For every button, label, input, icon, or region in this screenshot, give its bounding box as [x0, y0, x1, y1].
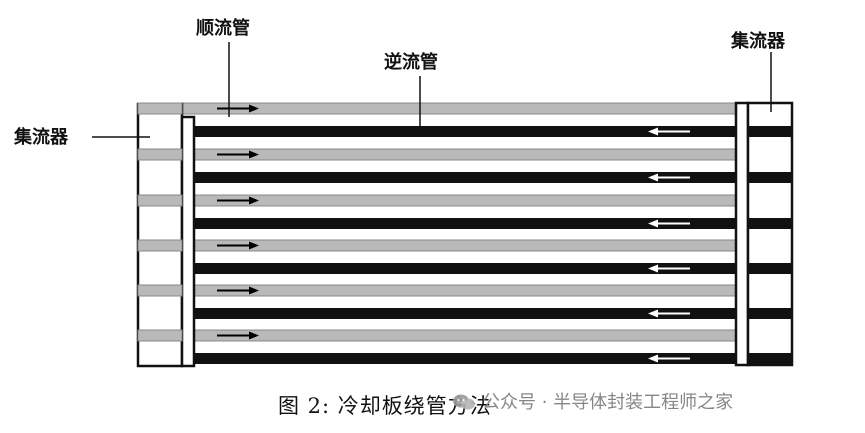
arrow-counter-icon — [648, 127, 690, 136]
label-collector-left: 集流器 — [13, 126, 69, 148]
counter-tube — [194, 308, 792, 319]
arrow-parallel-icon — [217, 286, 259, 295]
watermark: 公众号 · 半导体封装工程师之家 — [452, 388, 733, 414]
counter-tube-inlet — [748, 353, 792, 364]
arrow-counter-icon — [648, 219, 690, 228]
counter-tube — [194, 172, 792, 183]
arrow-parallel-icon — [217, 331, 259, 340]
parallel-tube-inlet — [137, 239, 183, 252]
parallel-tube-inlet — [137, 284, 183, 297]
arrow-parallel-icon — [217, 196, 259, 205]
counter-tube-inlet — [748, 172, 792, 183]
arrow-parallel-icon — [217, 104, 259, 113]
flow-arrow-group — [217, 104, 690, 363]
arrow-counter-icon — [648, 173, 690, 182]
counter-tube-inlet — [748, 126, 792, 137]
arrow-counter-icon — [648, 309, 690, 318]
arrow-parallel-icon — [217, 241, 259, 250]
counter-tube — [194, 263, 792, 274]
wechat-icon — [453, 394, 475, 410]
arrow-parallel-icon — [217, 150, 259, 159]
right-collector — [734, 101, 794, 367]
parallel-tube-inlet — [137, 194, 183, 207]
counter-tube — [194, 218, 792, 229]
counter-tube — [194, 126, 792, 137]
label-parallel-tube: 顺流管 — [196, 17, 250, 39]
counter-tube — [194, 353, 792, 364]
parallel-tube-inlet — [137, 329, 183, 342]
left-collector — [136, 102, 196, 368]
parallel-tube-inlet — [137, 148, 183, 161]
tube-group — [137, 102, 792, 364]
label-collector-right: 集流器 — [730, 30, 786, 52]
arrow-counter-icon — [648, 264, 690, 273]
counter-tube-inlet — [748, 263, 792, 274]
counter-tube-inlet — [748, 308, 792, 319]
tube-overlay-group — [137, 102, 792, 364]
label-counter-tube: 逆流管 — [384, 51, 438, 73]
counter-tube-inlet — [748, 218, 792, 229]
parallel-tube-inlet — [137, 102, 183, 115]
arrow-counter-icon — [648, 354, 690, 363]
watermark-text: 公众号 · 半导体封装工程师之家 — [482, 392, 734, 413]
